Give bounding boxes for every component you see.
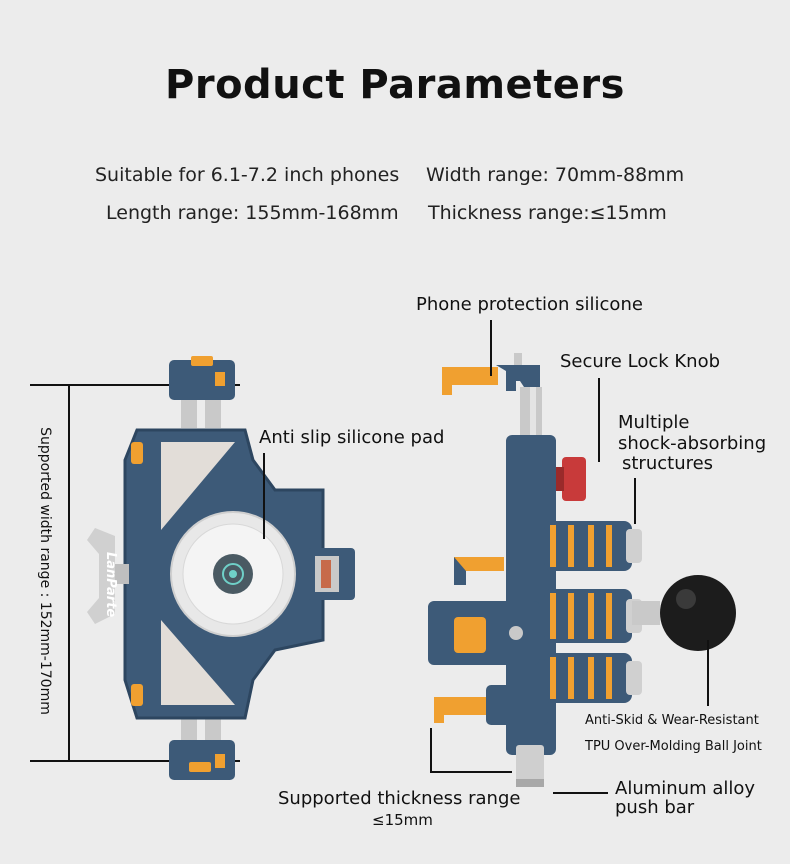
anti-slip-label: Anti slip silicone pad [259, 427, 445, 448]
width-bottom-line [30, 760, 240, 762]
width-dimension-line [68, 384, 70, 761]
width-top-line [30, 384, 240, 386]
aluminum-label-line1: Aluminum alloy [615, 778, 756, 799]
anti-slip-pointer [263, 453, 265, 539]
tpu-label: TPU Over-Molding Ball Joint [585, 739, 762, 754]
ball-joint-pointer [707, 640, 709, 706]
brand-logo: LanParte [103, 552, 118, 618]
holder-side-image [428, 353, 736, 787]
thickness-value: ≤15mm [372, 811, 433, 829]
phone-protection-pointer [490, 320, 492, 376]
shock-label-line2: shock-absorbing [618, 433, 767, 454]
spec-thickness: Thickness range:≤15mm [428, 202, 667, 224]
holder-front-image [87, 356, 355, 780]
supported-thickness-label: Supported thickness range [278, 788, 521, 809]
shock-pointer [634, 478, 636, 524]
aluminum-label-line2: push bar [615, 797, 695, 818]
spec-length: Length range: 155mm-168mm [106, 202, 399, 224]
phone-protection-label: Phone protection silicone [416, 294, 643, 315]
thickness-line [430, 771, 512, 773]
shock-label-line1: Multiple [618, 412, 690, 433]
push-bar-pointer [553, 792, 608, 794]
supported-width-label: Supported width range : 152mm-170mm [37, 427, 53, 715]
secure-lock-pointer [598, 378, 600, 462]
anti-skid-label: Anti-Skid & Wear-Resistant [585, 713, 759, 728]
page-title: Product Parameters [165, 62, 625, 108]
spec-width: Width range: 70mm-88mm [426, 164, 685, 186]
secure-lock-label: Secure Lock Knob [560, 351, 721, 372]
spec-suitable: Suitable for 6.1-7.2 inch phones [95, 164, 400, 186]
shock-label-line3: structures [622, 453, 714, 474]
thickness-left-tick [430, 728, 432, 772]
